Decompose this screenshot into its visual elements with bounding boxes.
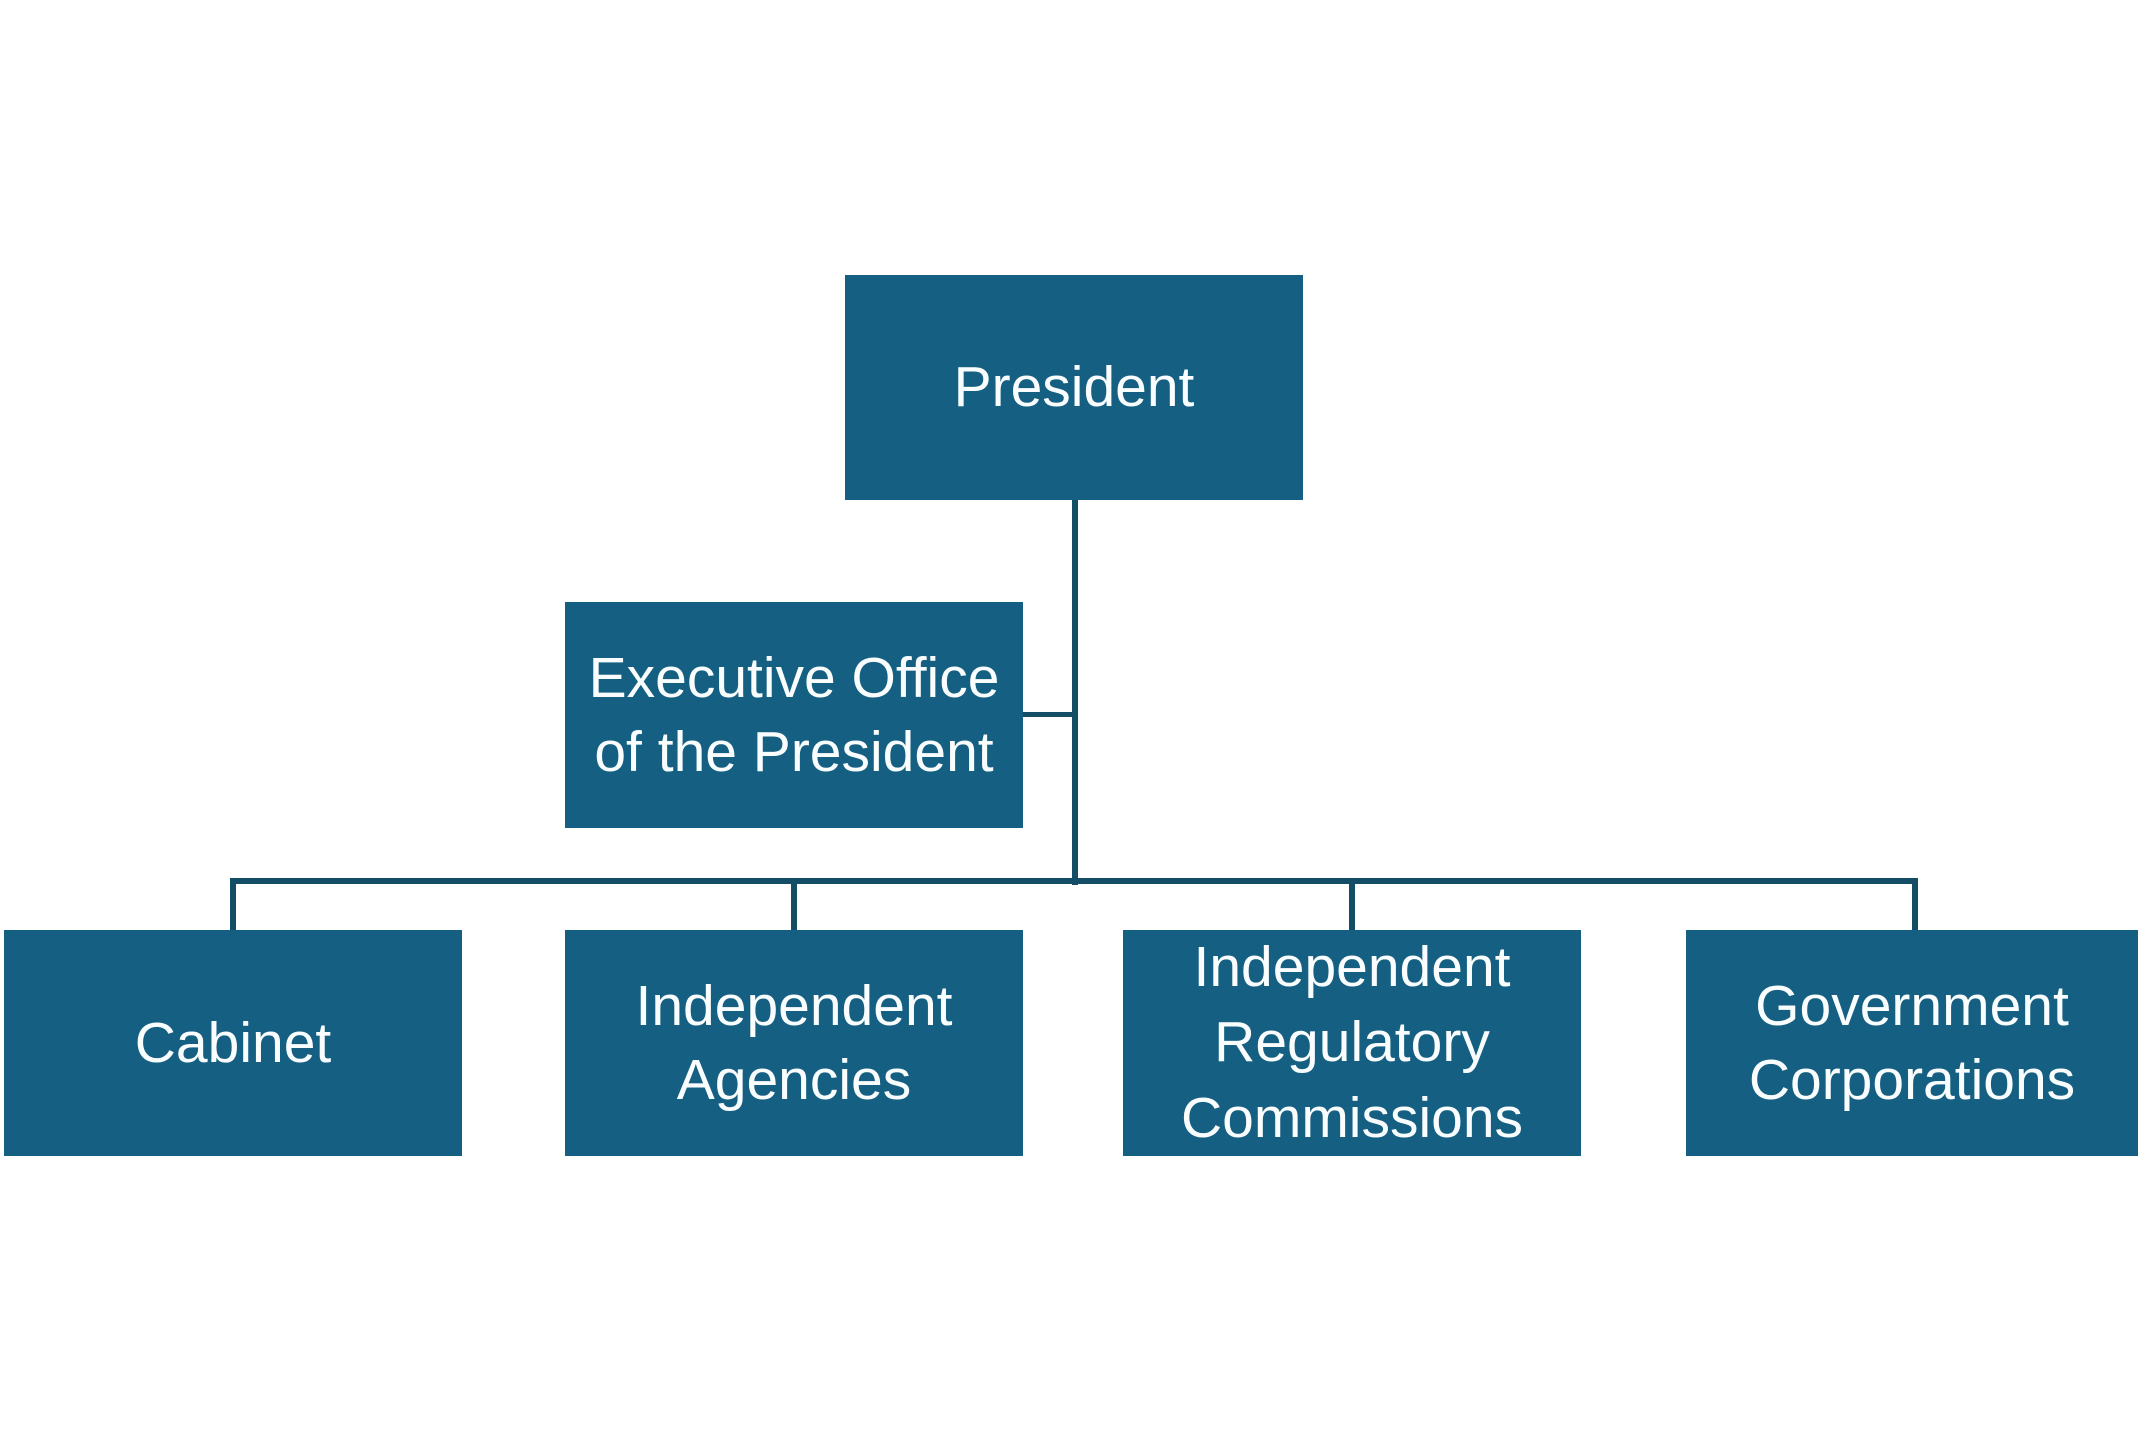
connector-stub-cabinet xyxy=(230,878,236,932)
connector-horizontal-rail xyxy=(230,878,1918,884)
node-cabinet-label: Cabinet xyxy=(134,1010,332,1075)
node-executive-office-label: Executive Office of the President xyxy=(588,645,1000,784)
connector-stub-government-corporations xyxy=(1912,878,1918,932)
connector-stub-independent-agencies xyxy=(791,878,797,932)
node-independent-regulatory-commissions: Independent Regulatory Commissions xyxy=(1123,930,1581,1156)
connector-president-drop-line xyxy=(1072,500,1078,885)
node-president: President xyxy=(845,275,1303,500)
node-independent-regulatory-commissions-label: Independent Regulatory Commissions xyxy=(1180,935,1524,1150)
node-independent-agencies-label: Independent Agencies xyxy=(635,973,953,1112)
connector-eop-elbow xyxy=(1023,712,1075,717)
node-government-corporations: Government Corporations xyxy=(1686,930,2138,1156)
connector-stub-independent-regulatory-commissions xyxy=(1349,878,1355,932)
node-cabinet: Cabinet xyxy=(4,930,462,1156)
node-president-label: President xyxy=(953,355,1195,420)
node-government-corporations-label: Government Corporations xyxy=(1748,973,2076,1112)
node-independent-agencies: Independent Agencies xyxy=(565,930,1023,1156)
node-executive-office-of-the-president: Executive Office of the President xyxy=(565,602,1023,828)
